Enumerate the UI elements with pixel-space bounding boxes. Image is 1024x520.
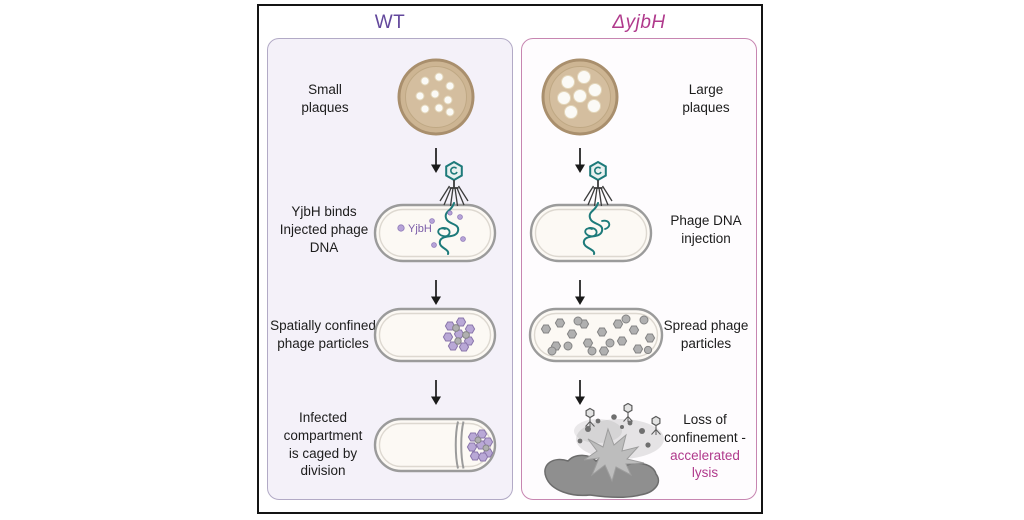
small-plaque-dots [415,72,455,117]
lysis-illustration [544,403,664,499]
mutant-step3-label: Spread phage particles [663,318,749,351]
phage-icon [583,161,613,207]
spread-phage-particles [540,314,656,356]
wt-panel: Small plaques YjbH binds Injected phage … [267,38,513,500]
wt-panel-title: WT [374,12,406,33]
down-arrow-icon [575,380,585,405]
division-septum [454,421,465,469]
wt-phage-injection-illustration: YjbH [373,161,497,263]
accelerated-lysis-text: accelerated lysis [670,447,740,481]
confined-particles-illustration [373,307,497,363]
wt-step4-label: Infected compartment is caged by divisio… [283,410,363,479]
mutant-phage-injection-illustration [529,161,653,263]
caged-compartment-illustration [373,417,497,473]
yjbh-particles [429,210,466,248]
lysed-cell [544,454,660,499]
large-plaques-illustration [541,58,619,136]
mutant-step1-label: Large plaques [682,82,730,115]
injected-dna-icon [582,202,604,255]
large-plaque-dots [557,70,602,119]
down-arrow-icon [575,148,585,173]
mutant-step4-label: Loss of confinement - accelerated lysis [654,411,756,482]
injected-dna-icon [438,202,460,255]
loss-of-confinement-text: Loss of confinement - [664,412,746,445]
burst-splash [583,427,645,483]
spread-particles-illustration [528,307,664,363]
figure-frame: WT ΔyjbH Small plaques YjbH binds Inject… [257,4,763,514]
lysis-droplets [577,414,651,448]
mutant-step2-label: Phage DNA injection [670,213,742,246]
wt-step2-label: YjbH binds Injected phage DNA [279,204,369,255]
wt-step3-label: Spatially confined phage particles [270,318,376,351]
mutant-panel-title: ΔyjbH [612,12,666,33]
down-arrow-icon [431,380,441,405]
mutant-panel: Large plaques Phage DNA injection [521,38,757,500]
phage-icon [439,161,469,207]
down-arrow-icon [431,148,441,173]
yjbh-legend-dot [397,224,405,232]
small-plaques-illustration [397,58,475,136]
yjbh-label: YjbH [408,223,432,235]
wt-step1-label: Small plaques [301,82,349,115]
down-arrow-icon [575,280,585,305]
down-arrow-icon [431,280,441,305]
